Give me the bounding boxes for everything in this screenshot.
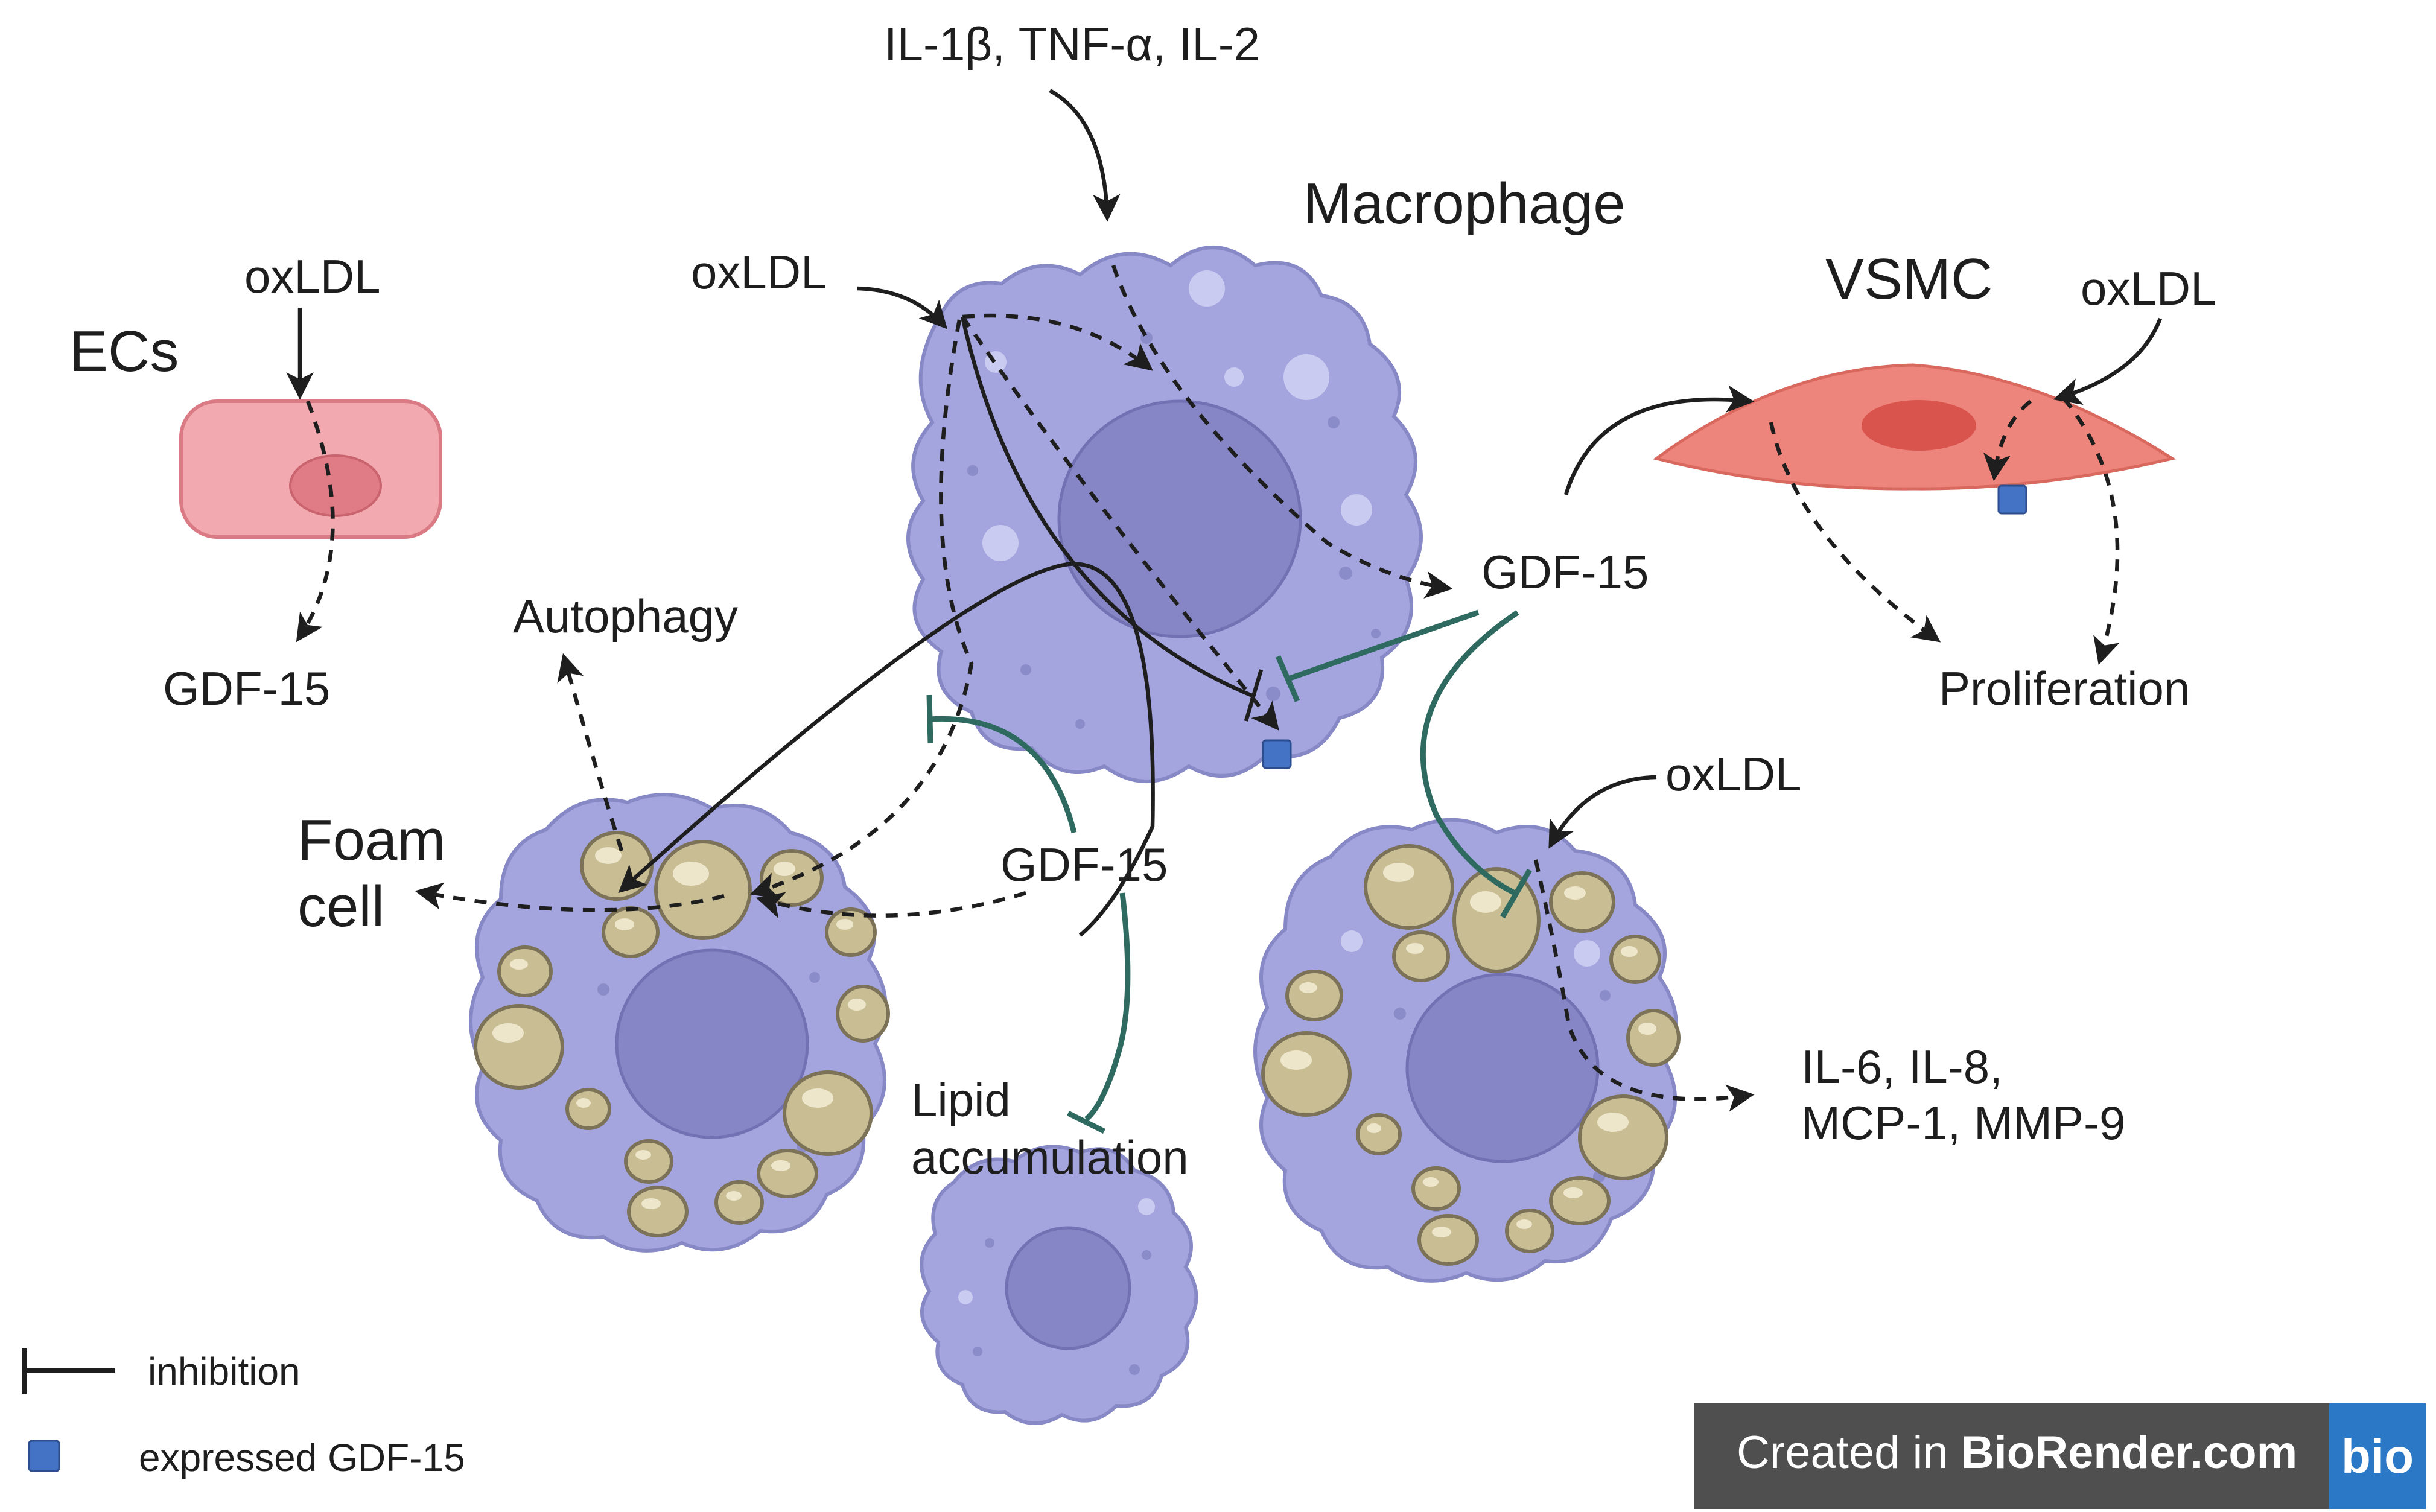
label-vsmc: VSMC [1825,247,1992,311]
badge-brand: BioRender.com [1961,1427,2298,1478]
biorender-logo-icon: bio [2329,1403,2426,1509]
label-ecs: ECs [69,319,179,384]
expressed-gdf15-marker-vsmc [1997,484,2027,515]
pathway-arrows [286,89,2163,1112]
label-foam-cell-line1: Foam [297,808,445,872]
label-macrophage: Macrophage [1303,171,1626,236]
label-lipid-line2: accumulation [911,1131,1189,1184]
legend-expressed-label: expressed GDF-15 [139,1436,465,1479]
badge-text: Created in BioRender.com [1737,1426,2297,1479]
legend: inhibition expressed GDF-15 [22,1348,465,1479]
foam-cell-right [1253,818,1681,1283]
macrophage-cell [906,246,1423,783]
legend-inhibition-label: inhibition [148,1350,301,1393]
label-oxldl-macrophage: oxLDL [691,246,827,299]
endothelial-cell [179,399,442,539]
label-gdf15-ecs: GDF-15 [163,662,330,715]
label-cytokines-in: IL-1β, TNF-α, IL-2 [884,17,1260,71]
foam-cell-left [469,793,890,1253]
label-gdf15-center: GDF-15 [1000,838,1168,891]
label-proliferation: Proliferation [1939,662,2190,715]
label-lipid-line1: Lipid [911,1073,1011,1126]
label-foam-cell-line2: cell [297,874,384,939]
biorender-badge: Created in BioRender.com bio [1694,1403,2426,1509]
small-macrophage-cell [920,1145,1198,1425]
vsmc-cell [1653,363,2177,491]
label-cytokines-out-line2: MCP-1, MMP-9 [1801,1096,2125,1149]
label-oxldl-vsmc: oxLDL [2081,262,2216,315]
label-oxldl-ecs: oxLDL [244,250,380,303]
expressed-gdf15-marker-macrophage [1262,739,1292,769]
badge-prefix: Created in [1737,1427,1961,1478]
label-cytokines-out-line1: IL-6, IL-8, [1801,1040,2003,1093]
legend-expressed-symbol [28,1440,60,1472]
gdf15-inhibition-lines [926,609,1532,1134]
label-gdf15-macrophage: GDF-15 [1481,545,1649,599]
label-oxldl-foam-right: oxLDL [1665,748,1801,801]
label-autophagy: Autophagy [513,589,738,643]
